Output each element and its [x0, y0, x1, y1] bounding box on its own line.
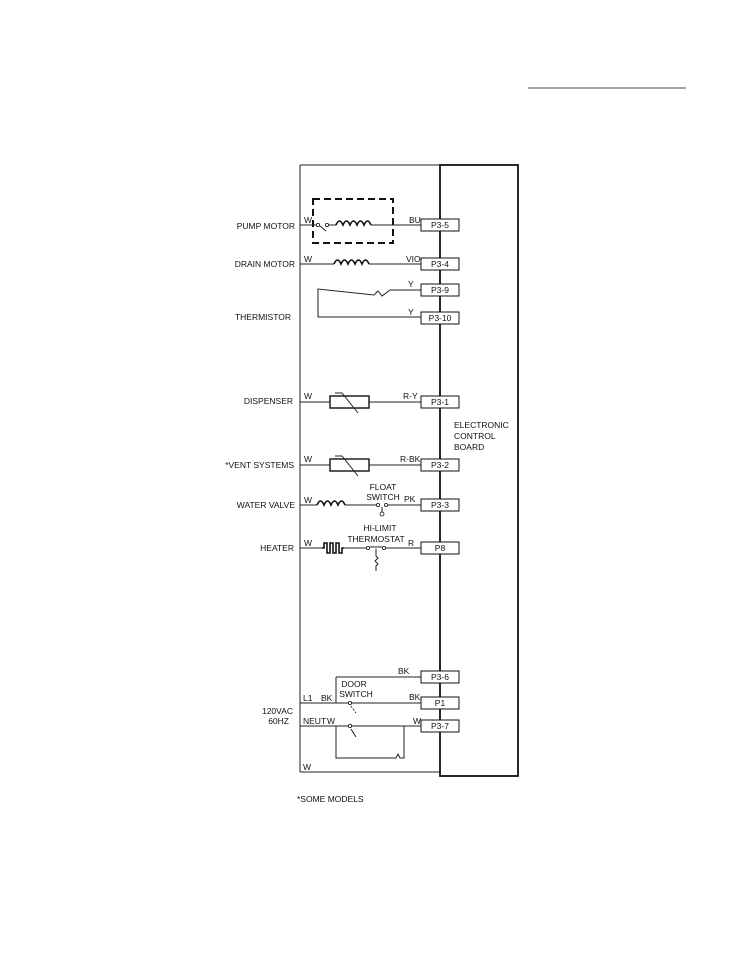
heater-element [322, 542, 344, 554]
connector-p8 [420, 541, 460, 555]
wire-color-bk-p1: BK [409, 692, 421, 702]
label-dispenser: DISPENSER [244, 396, 293, 406]
wire-color-pump-right: BU [409, 215, 421, 225]
float-switch-contact-b [383, 502, 388, 507]
door-switch-label-2: SWITCH [339, 689, 373, 699]
label-drain-motor: DRAIN MOTOR [235, 259, 295, 269]
connector-p3-3-label: P3-3 [431, 500, 449, 510]
drain-motor-coil [333, 259, 370, 266]
wire-color-valve-left: W [304, 495, 312, 505]
connector-p3-3 [420, 498, 460, 512]
connector-p3-4 [420, 257, 460, 271]
hilimit-bimetal [374, 549, 379, 571]
float-switch-label-2: SWITCH [366, 492, 400, 502]
wire-color-heater-right: R [408, 538, 414, 548]
door-switch-label-1: DOOR [341, 679, 367, 689]
connector-p8-label: P8 [435, 543, 446, 553]
connector-p3-1 [420, 395, 460, 409]
label-water-valve: WATER VALVE [237, 500, 296, 510]
connector-p1-label: P1 [435, 698, 446, 708]
wire-color-w-p3-7: W [413, 716, 421, 726]
hilimit-label-1: HI-LIMIT [363, 523, 396, 533]
pump-switch-contact-b [324, 222, 329, 227]
terminal-neut-w: W [327, 716, 335, 726]
connector-p1 [420, 696, 460, 710]
board-label-line1: ELECTRONIC [454, 420, 509, 430]
door-switch-blade-bottom [350, 728, 357, 738]
float-switch-float [379, 511, 385, 517]
wire-color-l1-bk: BK [321, 693, 333, 703]
wire-color-drain-right: VIO [406, 254, 421, 264]
hilimit-contact-b [381, 546, 386, 551]
float-switch-contact-a [375, 502, 380, 507]
pump-switch-contact-a [315, 222, 320, 227]
terminal-neut: NEUT [303, 716, 326, 726]
footnote-some-models: *SOME MODELS [297, 794, 364, 804]
connector-p3-4-label: P3-4 [431, 259, 449, 269]
wire-color-therm-2: Y [408, 307, 414, 317]
vent-ptc-mark [335, 455, 359, 477]
label-heater: HEATER [260, 543, 294, 553]
connector-p3-10 [420, 311, 460, 325]
wire-color-bottom-w: W [303, 762, 311, 772]
board-label-line2: CONTROL [454, 431, 496, 441]
pump-motor-assembly-box [312, 198, 394, 244]
connector-p3-2 [420, 458, 460, 472]
wire-color-therm-1: Y [408, 279, 414, 289]
wire-color-disp-left: W [304, 391, 312, 401]
connector-p3-7 [420, 719, 460, 733]
power-label-frequency: 60HZ [268, 716, 289, 726]
wire-color-heater-left: W [304, 538, 312, 548]
pump-motor-coil [335, 220, 372, 227]
wire-color-drain-left: W [304, 254, 312, 264]
wire-color-vent-right: R-BK [400, 454, 421, 464]
wire-color-bk-top: BK [398, 666, 410, 676]
door-switch-blade-top [350, 705, 357, 714]
board-label-line3: BOARD [454, 442, 484, 452]
wire-color-pump-left: W [304, 215, 312, 225]
float-switch-label-1: FLOAT [370, 482, 397, 492]
connector-p3-1-label: P3-1 [431, 397, 449, 407]
connector-p3-9 [420, 283, 460, 297]
power-label-voltage: 120VAC [262, 706, 293, 716]
connector-p3-6 [420, 670, 460, 684]
wire-color-valve-right: PK [404, 494, 416, 504]
dispenser-ptc-mark [335, 392, 359, 414]
water-valve-coil [316, 500, 346, 507]
wire-color-vent-left: W [304, 454, 312, 464]
connector-p3-9-label: P3-9 [431, 285, 449, 295]
thermistor-loop [317, 288, 421, 318]
connector-p3-6-label: P3-6 [431, 672, 449, 682]
connector-p3-5-label: P3-5 [431, 220, 449, 230]
terminal-l1: L1 [303, 693, 313, 703]
door-switch-lower-loop [335, 726, 405, 759]
label-pump-motor: PUMP MOTOR [237, 221, 295, 231]
wire-color-disp-right: R-Y [403, 391, 418, 401]
pump-switch-blade [319, 225, 327, 232]
hilimit-label-2: THERMOSTAT [347, 534, 404, 544]
door-switch-contact-top [347, 701, 352, 706]
label-thermistor: THERMISTOR [235, 312, 291, 322]
connector-p3-10-label: P3-10 [429, 313, 452, 323]
hilimit-contact-a [365, 546, 370, 551]
connector-p3-5 [420, 218, 460, 232]
connector-p3-7-label: P3-7 [431, 721, 449, 731]
connector-p3-2-label: P3-2 [431, 460, 449, 470]
door-switch-contact-bottom [347, 724, 352, 729]
label-vent-systems: *VENT SYSTEMS [225, 460, 294, 470]
